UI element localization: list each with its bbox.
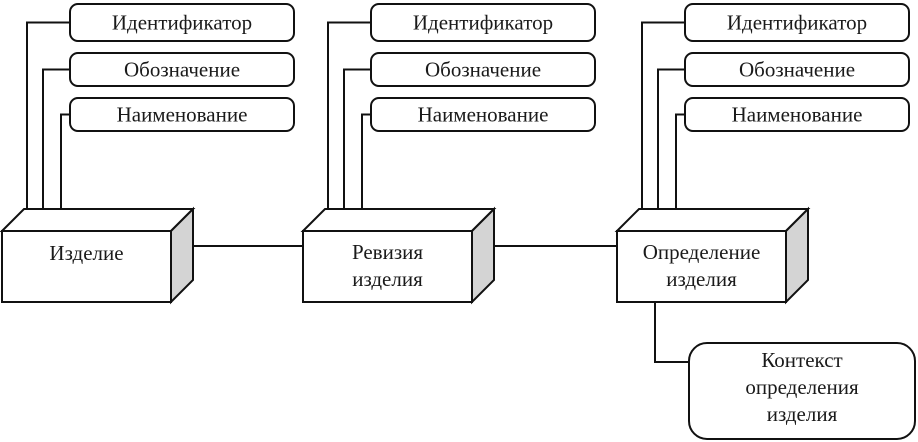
attribute-label: Обозначение [425, 58, 541, 82]
entity-label: Изделие [49, 241, 123, 265]
attribute-box[interactable]: Идентификатор [69, 3, 295, 42]
attribute-label: Идентификатор [727, 11, 867, 35]
attribute-link [42, 68, 70, 210]
context-connector [654, 302, 689, 363]
attribute-box-frame [684, 3, 910, 42]
attribute-link [641, 21, 685, 210]
attribute-box[interactable]: Идентификатор [684, 3, 910, 42]
context-label: определения [745, 375, 859, 399]
attribute-link [675, 113, 685, 210]
entity-label: Определение [643, 240, 761, 264]
entity-label: Ревизия [352, 240, 423, 264]
attribute-box-frame [684, 52, 910, 87]
attribute-link [657, 68, 685, 210]
context-box-frame [688, 342, 916, 440]
attribute-label: Обозначение [739, 58, 855, 82]
attribute-box-frame [370, 52, 596, 87]
box-front-face [302, 230, 473, 303]
attribute-box[interactable]: Наименование [69, 97, 295, 132]
context-label: Контекст [761, 348, 842, 372]
box-front-face [616, 230, 787, 303]
attribute-label: Наименование [117, 103, 248, 127]
attribute-link [60, 113, 70, 210]
attribute-label: Обозначение [124, 58, 240, 82]
attribute-box-frame [69, 97, 295, 132]
entity-product-revision[interactable]: ИдентификаторОбозначениеНаименованиеРеви… [300, 3, 596, 305]
attribute-label: Идентификатор [112, 11, 252, 35]
attribute-box-frame [370, 3, 596, 42]
attribute-box[interactable]: Наименование [370, 97, 596, 132]
attribute-label: Наименование [418, 103, 549, 127]
attribute-box[interactable]: Обозначение [370, 52, 596, 87]
attribute-box-frame [69, 52, 295, 87]
attribute-box-frame [69, 3, 295, 42]
attribute-label: Наименование [732, 103, 863, 127]
context-box[interactable]: Контекст определения изделия [688, 342, 916, 440]
box-front-face [1, 230, 172, 303]
attribute-link [327, 21, 371, 210]
attribute-box[interactable]: Обозначение [69, 52, 295, 87]
entity-label: изделия [352, 267, 423, 291]
context-label: изделия [767, 402, 838, 426]
attribute-link [343, 68, 371, 210]
attribute-label: Идентификатор [413, 11, 553, 35]
attribute-link [26, 21, 70, 210]
attribute-box[interactable]: Обозначение [684, 52, 910, 87]
attribute-box[interactable]: Наименование [684, 97, 910, 132]
attribute-box-frame [370, 97, 596, 132]
attribute-box[interactable]: Идентификатор [370, 3, 596, 42]
context-group: Контекст определения изделия [654, 302, 916, 440]
entity-product[interactable]: ИдентификаторОбозначениеНаименованиеИзде… [0, 3, 295, 305]
box-top-face [614, 208, 811, 232]
entity-product-definition[interactable]: ИдентификаторОбозначениеНаименованиеОпре… [614, 3, 910, 305]
attribute-link [361, 113, 371, 210]
entity-label: изделия [666, 267, 737, 291]
attribute-box-frame [684, 97, 910, 132]
entity-groups: ИдентификаторОбозначениеНаименованиеИзде… [0, 3, 910, 305]
box-top-face [300, 208, 497, 232]
box-top-face [0, 208, 196, 232]
